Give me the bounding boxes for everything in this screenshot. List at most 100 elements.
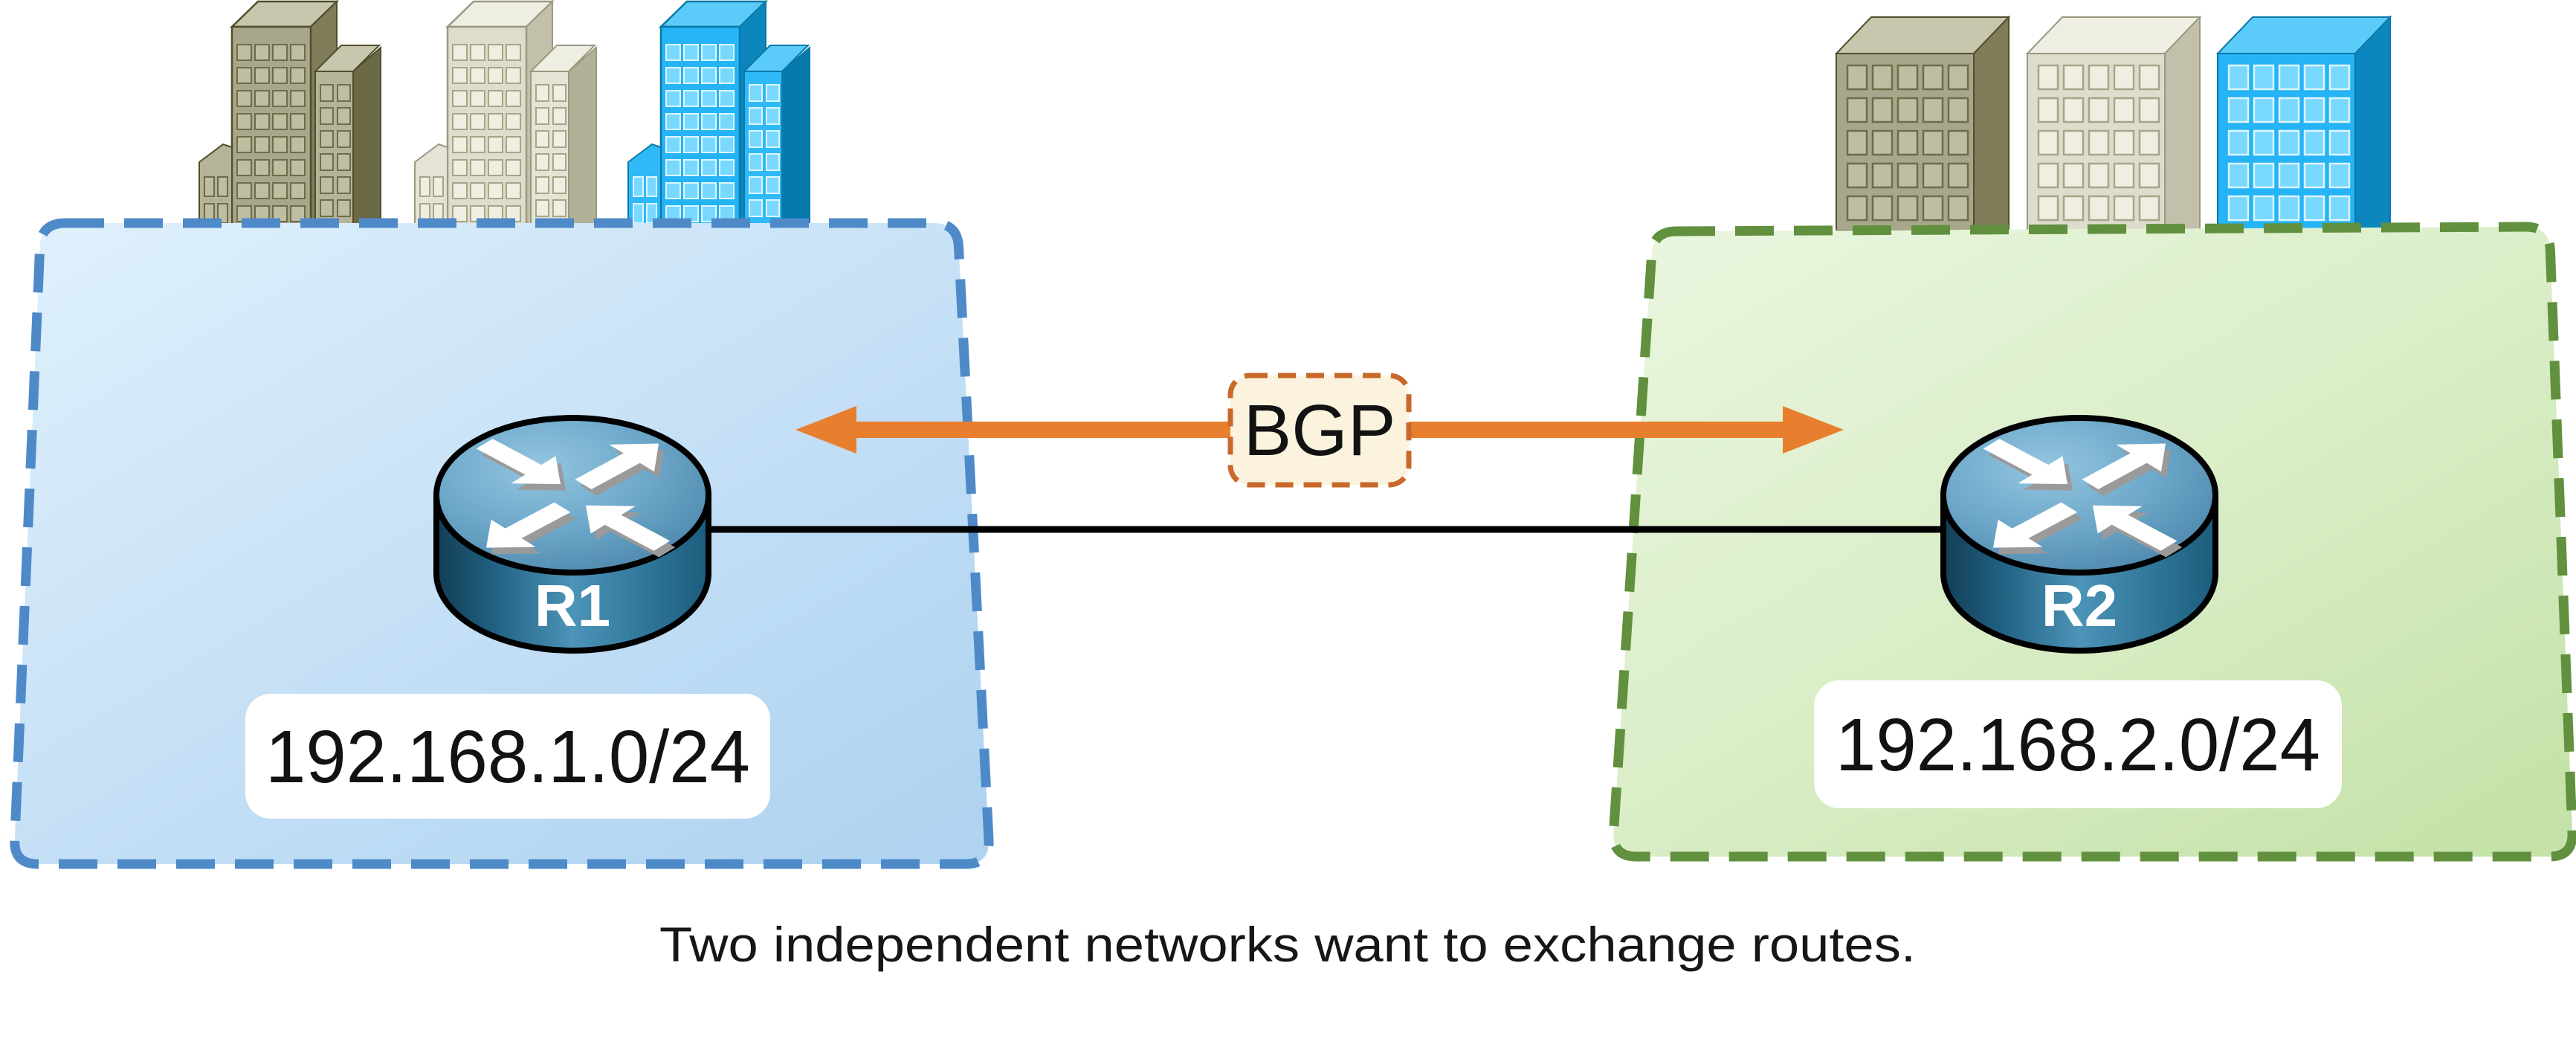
building-window <box>2037 195 2059 222</box>
building-window <box>272 67 288 84</box>
building-window <box>719 67 735 84</box>
building-window <box>236 136 252 153</box>
router-cylinder <box>1940 415 2218 654</box>
building-window <box>470 136 485 153</box>
building-window <box>552 176 566 194</box>
building-window <box>506 136 521 153</box>
building-window <box>254 90 270 107</box>
building-window <box>2037 129 2059 156</box>
building-window <box>1947 64 1969 91</box>
building-window <box>535 84 549 102</box>
building-window <box>552 153 566 171</box>
router-arrow <box>486 502 571 548</box>
building-window <box>1846 97 1868 123</box>
building-window <box>2113 97 2135 123</box>
building-window <box>337 107 351 125</box>
building-window <box>2088 129 2110 156</box>
building-window <box>254 44 270 61</box>
building-window <box>236 113 252 130</box>
building-window <box>766 153 780 171</box>
building-side <box>781 45 810 230</box>
building-window <box>719 182 735 199</box>
building-window <box>749 176 763 194</box>
building-window <box>2113 195 2135 222</box>
building-window <box>2138 129 2160 156</box>
building-window <box>1922 129 1944 156</box>
building-window <box>1871 162 1894 189</box>
building-window <box>1922 195 1944 222</box>
building-window <box>2253 195 2275 222</box>
router-arrows <box>476 439 676 558</box>
router-arrow <box>1983 439 2067 485</box>
building-window <box>2227 64 2250 91</box>
building-window <box>2303 97 2325 123</box>
building-window <box>320 153 334 171</box>
building-window <box>1871 129 1894 156</box>
router-arrow <box>575 443 659 490</box>
building-window <box>1846 129 1868 156</box>
building-window <box>506 67 521 84</box>
building-window <box>719 113 735 130</box>
building-window <box>701 205 717 222</box>
building-window <box>766 176 780 194</box>
building-window <box>488 67 503 84</box>
building-window <box>665 44 681 61</box>
router-arrow <box>1993 502 2078 548</box>
building-window <box>665 90 681 107</box>
building-window <box>552 130 566 148</box>
building-window <box>1897 129 1919 156</box>
building-window <box>1947 195 1969 222</box>
router-r2-icon <box>1940 415 2218 654</box>
office-building-illustration <box>2025 15 2202 231</box>
building-window <box>683 113 699 130</box>
building-window <box>290 44 306 61</box>
building-window <box>506 44 521 61</box>
building-window <box>470 159 485 176</box>
building-window <box>290 205 306 222</box>
building-window <box>272 136 288 153</box>
city-skyline-right <box>1834 15 2392 231</box>
building-window <box>320 107 334 125</box>
building-window <box>1922 162 1944 189</box>
building-window <box>290 182 306 199</box>
building-window <box>1897 97 1919 123</box>
building-window <box>236 182 252 199</box>
router-arrow <box>476 439 561 485</box>
building-window <box>2088 195 2110 222</box>
building-window <box>2227 97 2250 123</box>
building-window <box>749 130 763 148</box>
building-window <box>506 113 521 130</box>
building-window <box>2253 162 2275 189</box>
bgp-label: BGP <box>1244 390 1396 471</box>
building-window <box>535 130 549 148</box>
router-arrow <box>2093 505 2178 551</box>
router-r1-icon <box>433 415 711 654</box>
building-window <box>1922 64 1944 91</box>
building-side <box>568 45 597 230</box>
building-window <box>254 159 270 176</box>
building-window <box>2278 129 2300 156</box>
building-window <box>552 199 566 217</box>
building-window <box>535 176 549 194</box>
building-window <box>2227 195 2250 222</box>
building-window <box>1922 97 1944 123</box>
building-window <box>2328 129 2351 156</box>
building-window <box>2328 195 2351 222</box>
building-window <box>1947 97 1969 123</box>
building-window <box>2138 97 2160 123</box>
building-side <box>352 45 381 230</box>
building-window <box>470 182 485 199</box>
building-window <box>683 90 699 107</box>
building-window <box>535 199 549 217</box>
building-window <box>2037 97 2059 123</box>
cidr-box-right <box>1814 680 2342 808</box>
building-window <box>320 130 334 148</box>
building-window <box>552 107 566 125</box>
building-window <box>766 84 780 102</box>
bgp-arrow-right <box>1409 406 1844 454</box>
building-window <box>2253 97 2275 123</box>
building-side <box>2164 15 2201 231</box>
building-window <box>2278 195 2300 222</box>
building-window <box>2303 64 2325 91</box>
